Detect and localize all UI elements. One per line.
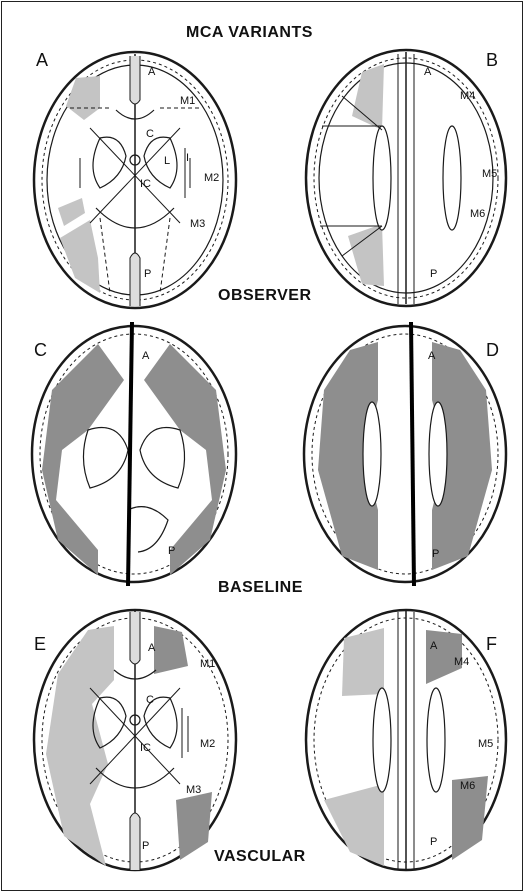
label-b-m5: M5 <box>482 168 497 180</box>
label-e-m1: M1 <box>200 658 215 670</box>
panel-letter-c: C <box>34 340 47 361</box>
label-d-anterior: A <box>428 350 435 362</box>
brain-slice-c <box>28 320 240 588</box>
label-a-m3: M3 <box>190 218 205 230</box>
label-c-anterior: A <box>142 350 149 362</box>
label-f-m4: M4 <box>454 656 469 668</box>
label-d-posterior: P <box>432 548 439 560</box>
label-e-c: C <box>146 694 154 706</box>
panel-letter-f: F <box>486 634 497 655</box>
label-a-ic: IC <box>140 178 151 190</box>
label-b-posterior: P <box>430 268 437 280</box>
label-e-ic: IC <box>140 742 151 754</box>
label-b-m6: M6 <box>470 208 485 220</box>
label-a-i: I <box>186 152 189 164</box>
territory-f-ant-left <box>342 628 384 696</box>
label-a-m2: M2 <box>204 172 219 184</box>
label-f-m6: M6 <box>460 780 475 792</box>
label-a-anterior: A <box>148 66 155 78</box>
brain-slice-d <box>300 320 510 588</box>
label-a-m1: M1 <box>180 95 195 107</box>
label-e-anterior: A <box>148 642 155 654</box>
label-b-anterior: A <box>424 66 431 78</box>
label-e-m2: M2 <box>200 738 215 750</box>
label-a-posterior: P <box>144 268 151 280</box>
title-mca-variants: MCA VARIANTS <box>186 24 313 42</box>
label-a-l: L <box>164 155 170 167</box>
label-f-posterior: P <box>430 836 437 848</box>
panel-letter-a: A <box>36 50 48 71</box>
territory-e-post-right <box>176 792 212 860</box>
label-c-posterior: P <box>168 545 175 557</box>
label-e-m3: M3 <box>186 784 201 796</box>
panel-letter-e: E <box>34 634 46 655</box>
label-e-posterior: P <box>142 840 149 852</box>
label-f-m5: M5 <box>478 738 493 750</box>
label-b-m4: M4 <box>460 90 475 102</box>
label-f-anterior: A <box>430 640 437 652</box>
panel-letter-d: D <box>486 340 499 361</box>
label-a-c: C <box>146 128 154 140</box>
brain-slice-b <box>302 46 510 311</box>
panel-letter-b: B <box>486 50 498 71</box>
